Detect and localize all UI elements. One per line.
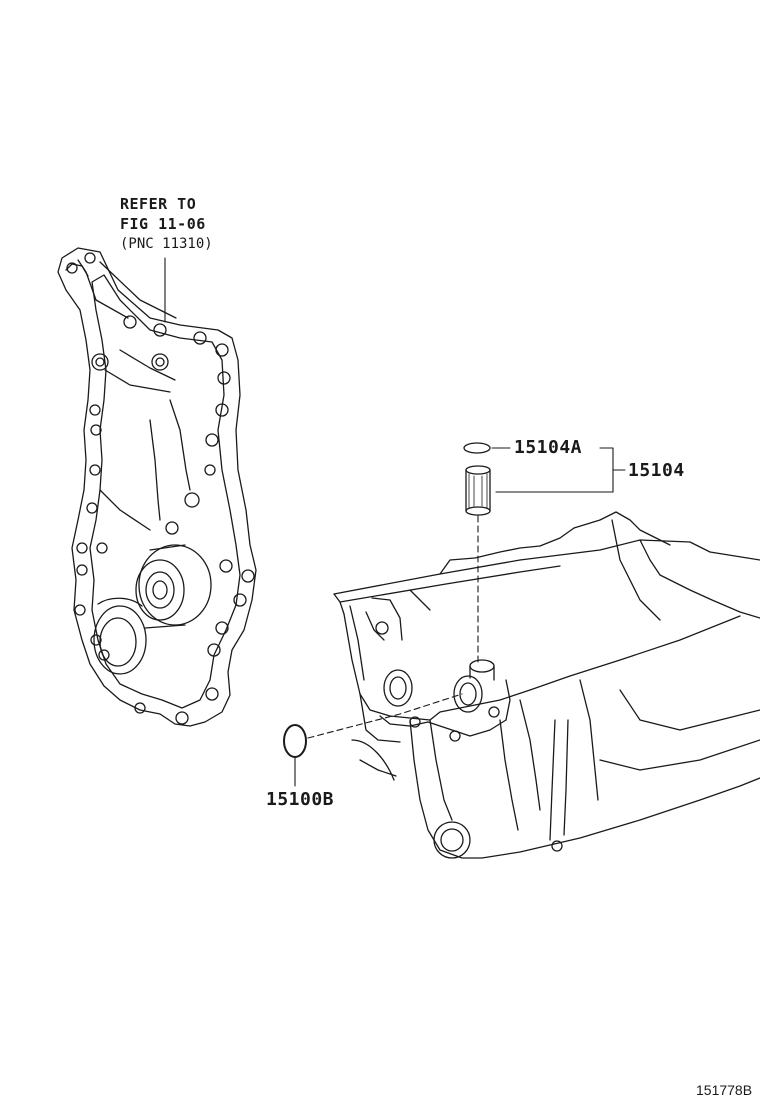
part-number-15104: 15104 [628,460,685,481]
timing-chain-cover [57,247,257,727]
refer-note-line1: REFER TO [120,195,197,213]
refer-note-line2: FIG 11-06 [120,215,206,233]
figure-id: 151778B [696,1082,753,1098]
oil-pan [333,511,760,859]
part-number-15104a: 15104A [514,437,583,458]
refer-note-line3: (PNC 11310) [120,236,213,252]
part-number-15100b: 15100B [266,789,335,810]
strainer-assembly [283,442,626,787]
